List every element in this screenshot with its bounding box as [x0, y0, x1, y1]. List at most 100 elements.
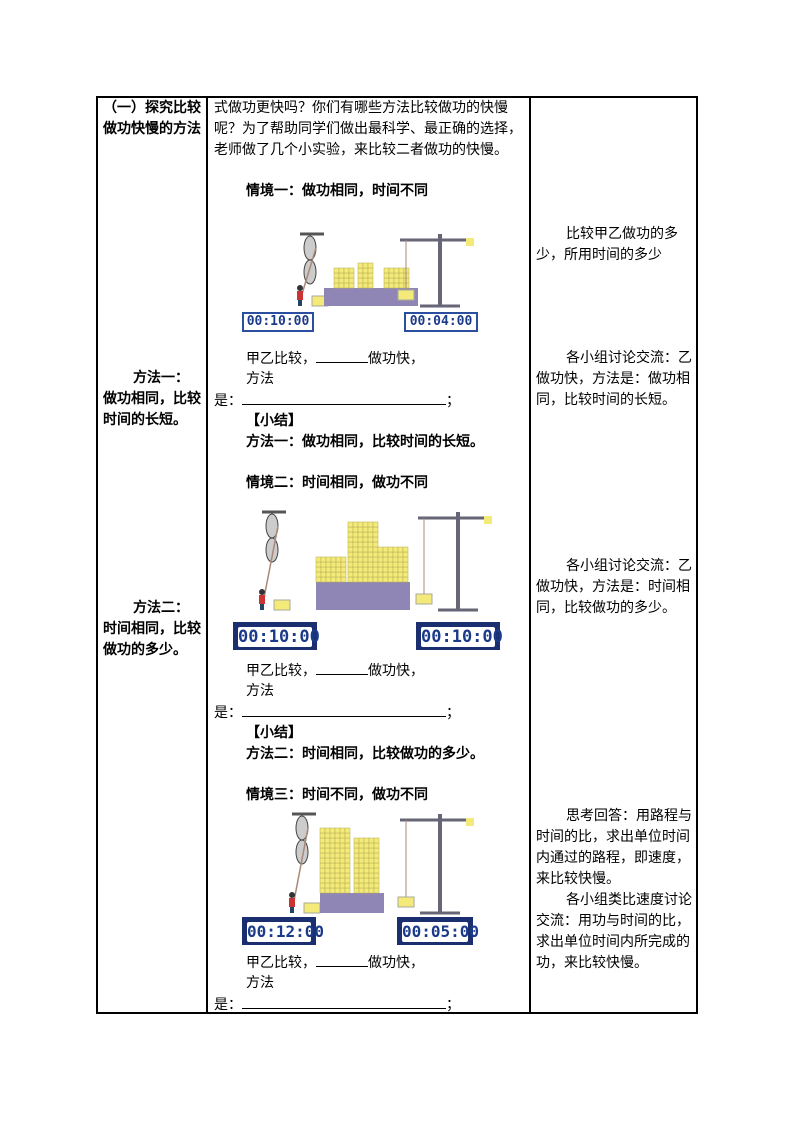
brick: [382, 556, 389, 563]
note-speed: 思考回答：用路程与时间的比，求出单位时间内通过的路程，即速度，来比较快慢。: [536, 808, 692, 887]
brick: [320, 576, 327, 583]
scene1-title: 情境一：做功相同，时间不同: [246, 183, 428, 199]
brick: [363, 877, 370, 884]
brick: [383, 272, 390, 279]
method-blank[interactable]: [242, 390, 446, 405]
brick: [315, 556, 322, 563]
brick: [334, 872, 341, 879]
scene3-title: 情境三：时间不同，做功不同: [246, 787, 428, 803]
brick: [338, 277, 345, 284]
brick: [367, 536, 374, 543]
brick: [319, 862, 326, 869]
brick: [352, 526, 359, 533]
compare-suffix: 做功快，: [368, 663, 424, 679]
brick: [393, 272, 400, 279]
scene2-method-line: 是：；: [214, 702, 460, 724]
brick: [357, 521, 364, 528]
scene1-method-line: 是：；: [214, 390, 460, 412]
brick: [343, 277, 350, 284]
brick: [372, 521, 379, 528]
method-blank[interactable]: [242, 994, 446, 1009]
brick: [319, 877, 326, 884]
brick: [334, 847, 341, 854]
brick: [347, 546, 354, 553]
brick: [315, 571, 322, 578]
brick: [348, 282, 355, 289]
brick: [358, 872, 365, 879]
brick: [373, 837, 380, 844]
brick: [363, 857, 370, 864]
method-shi: 是：: [214, 997, 242, 1013]
load-block: [303, 902, 321, 914]
brick: [347, 571, 354, 578]
brick: [347, 526, 354, 533]
brick: [319, 832, 326, 839]
brick: [387, 576, 394, 583]
brick: [392, 556, 399, 563]
brick: [329, 832, 336, 839]
brick: [353, 877, 360, 884]
brick: [339, 827, 346, 834]
brick: [334, 827, 341, 834]
brick: [319, 867, 326, 874]
brick: [324, 882, 331, 889]
scene2-illustration: [259, 510, 492, 612]
compare-prefix: 甲乙比较，: [246, 663, 316, 679]
brick: [393, 277, 400, 284]
brick: [319, 837, 326, 844]
method-shi: 是：: [214, 705, 242, 721]
brick: [320, 571, 327, 578]
crane-counterweight: [466, 818, 474, 826]
answer-blank[interactable]: [316, 348, 368, 363]
brick: [324, 842, 331, 849]
brick: [353, 852, 360, 859]
brick: [362, 566, 369, 573]
brick: [373, 867, 380, 874]
brick: [362, 521, 369, 528]
worker-head: [289, 892, 295, 898]
brick: [340, 571, 347, 578]
brick: [347, 576, 354, 583]
brick: [367, 576, 374, 583]
brick: [358, 852, 365, 859]
answer-blank[interactable]: [316, 660, 368, 675]
scene2-method-label: 方法: [246, 683, 274, 699]
compare-prefix: 甲乙比较，: [246, 351, 316, 367]
brick: [324, 887, 331, 894]
brick: [329, 882, 336, 889]
brick: [344, 857, 351, 864]
scene1-summary: 方法一：做功相同，比较时间的长短。: [246, 434, 484, 450]
brick: [387, 546, 394, 553]
brick: [373, 852, 380, 859]
brick: [344, 837, 351, 844]
scene3-illustration: [289, 812, 474, 915]
brick: [372, 571, 379, 578]
brick: [347, 556, 354, 563]
brick: [357, 272, 364, 279]
brick: [348, 277, 355, 284]
brick: [344, 852, 351, 859]
brick: [367, 531, 374, 538]
brick: [362, 556, 369, 563]
scene1-method-label: 方法: [246, 371, 274, 387]
brick: [324, 857, 331, 864]
brick: [343, 282, 350, 289]
method-blank[interactable]: [242, 702, 446, 717]
worker-legs: [298, 300, 302, 306]
brick: [319, 847, 326, 854]
answer-blank[interactable]: [316, 952, 368, 967]
brick: [330, 576, 337, 583]
brick: [393, 282, 400, 289]
brick: [330, 571, 337, 578]
brick: [329, 862, 336, 869]
brick: [324, 837, 331, 844]
brick: [353, 837, 360, 844]
brick: [368, 867, 375, 874]
brick: [315, 566, 322, 573]
brick: [338, 267, 345, 274]
scene3-compare: 甲乙比较，做功快，: [246, 952, 424, 974]
brick: [333, 267, 340, 274]
brick: [367, 546, 374, 553]
brick: [334, 842, 341, 849]
worker-legs: [260, 604, 264, 610]
